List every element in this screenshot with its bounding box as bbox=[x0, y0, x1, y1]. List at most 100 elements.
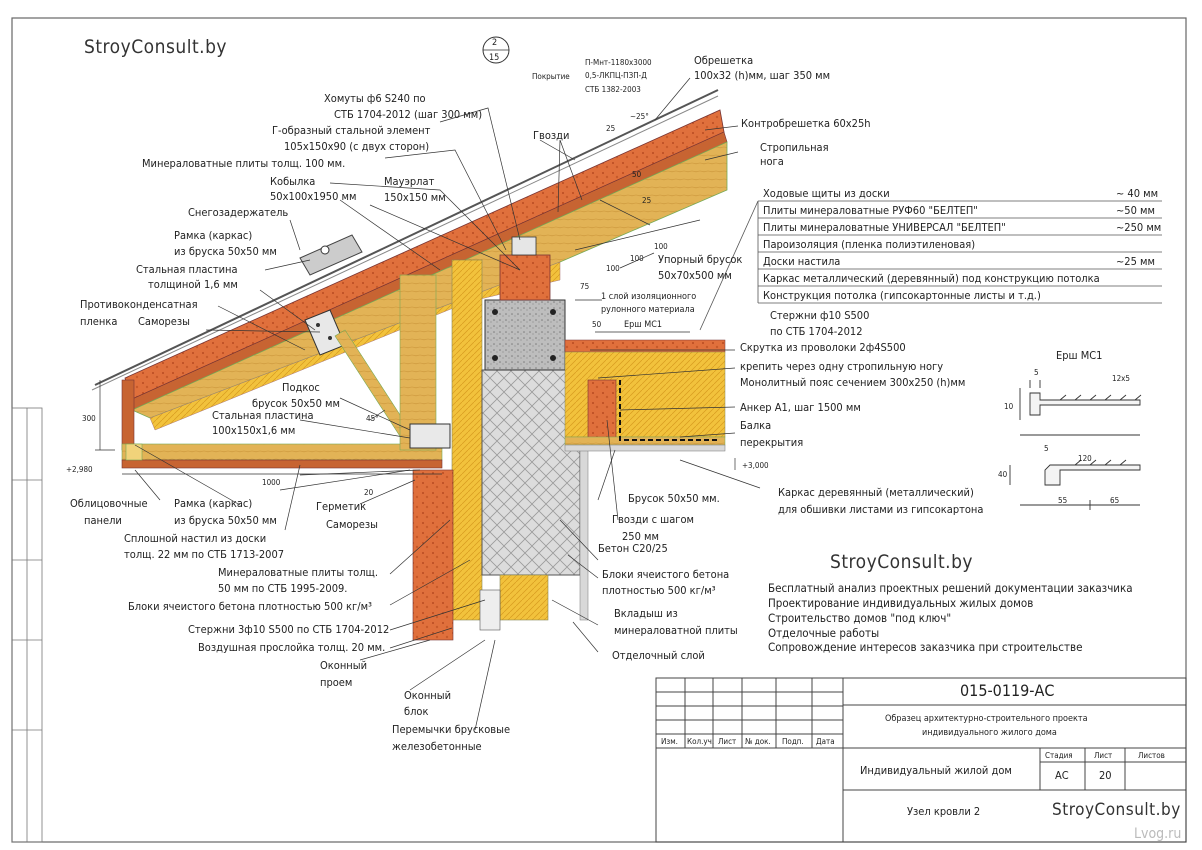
label-kontrobreshetka: Контробрешетка 60х25h bbox=[741, 117, 871, 130]
dim-45: 45° bbox=[366, 414, 379, 423]
brand-top: StroyConsult.by bbox=[84, 36, 228, 58]
label-frame2-2: из бруска 50х50 мм bbox=[174, 514, 277, 527]
brick-facing bbox=[412, 469, 454, 641]
ersh-dim-65: 65 bbox=[1110, 496, 1120, 505]
sheet-ref-top: 2 bbox=[492, 38, 498, 48]
label-anticond-2: пленка bbox=[80, 315, 118, 328]
label-podkos: Подкос bbox=[282, 381, 320, 394]
label-concrete: Бетон С20/25 bbox=[598, 542, 668, 555]
service-item: Бесплатный анализ проектных решений доку… bbox=[768, 581, 1133, 595]
label-kobylka-2: 50х100х1950 мм bbox=[270, 190, 357, 203]
layer-name: Доски настила bbox=[763, 255, 841, 268]
label-frame-2: из бруска 50х50 мм bbox=[174, 245, 277, 258]
layer-name: Плиты минераловатные РУФ60 "БЕЛТЕП" bbox=[763, 204, 978, 217]
label-frame3: Каркас деревянный (металлический) bbox=[778, 486, 974, 499]
label-frame3-2: для обшивки листами из гипсокартона bbox=[778, 503, 984, 516]
label-gelement-2: 105х150х90 (с двух сторон) bbox=[284, 140, 430, 153]
label-beam-2: перекрытия bbox=[740, 436, 804, 449]
brand-stamp: StroyConsult.by bbox=[1052, 800, 1181, 820]
label-mauerlat-2: 150х150 мм bbox=[384, 191, 446, 204]
stamp-stage: АС bbox=[1055, 769, 1069, 782]
roof-spec-line2: 0,5-ЛКПЦ-ПЗП-Д bbox=[585, 71, 647, 80]
dim-angle: ~25° bbox=[630, 112, 649, 121]
layer-name: Конструкция потолка (гипсокартонные лист… bbox=[763, 289, 1041, 302]
stamp-object: Индивидуальный жилой дом bbox=[860, 764, 1012, 777]
roof-spec-line3: СТБ 1382-2003 bbox=[585, 85, 641, 94]
label-rebar: Стержни ф10 S500 bbox=[770, 309, 870, 322]
label-window: Оконный bbox=[320, 659, 368, 672]
stamp-title: Узел кровли 2 bbox=[907, 805, 981, 818]
dim-75: 75 bbox=[580, 282, 590, 291]
stamp-desc: Образец архитектурно-строительного проек… bbox=[885, 714, 1088, 724]
label-bond-beam: Монолитный пояс сечением 300х250 (h)мм bbox=[740, 376, 966, 389]
label-ersh: Ерш МС1 bbox=[624, 320, 663, 330]
label-obreshetka: Обрешетка bbox=[694, 54, 754, 67]
stamp-stage-head: Стадия bbox=[1045, 751, 1073, 760]
label-plate2: Стальная пластина bbox=[212, 409, 314, 422]
ersh-detail bbox=[1009, 380, 1142, 510]
stamp-sheet-head: Лист bbox=[1094, 751, 1113, 760]
stamp-col: Изм. bbox=[661, 737, 678, 746]
label-beam: Балка bbox=[740, 419, 772, 432]
label-screws2: Саморезы bbox=[326, 518, 378, 531]
label-homuty: Хомуты ф6 S240 по bbox=[324, 92, 426, 105]
ersh-dim-55: 55 bbox=[1058, 496, 1068, 505]
stamp-col: № док. bbox=[745, 737, 771, 746]
label-facing-2: панели bbox=[84, 514, 122, 527]
service-item: Сопровождение интересов заказчика при ст… bbox=[768, 640, 1083, 654]
label-kobylka: Кобылка bbox=[270, 175, 316, 188]
label-aer2: Блоки ячеистого бетона bbox=[602, 568, 730, 581]
ersh-dim-5: 5 bbox=[1034, 368, 1039, 377]
stamp-col: Подп. bbox=[782, 737, 804, 746]
ersh-dim-10: 10 bbox=[1004, 402, 1014, 411]
label-isol-2: рулонного материала bbox=[601, 305, 695, 315]
label-finish: Отделочный слой bbox=[612, 649, 705, 662]
stamp-sheet: 20 bbox=[1099, 769, 1112, 782]
label-frame: Рамка (каркас) bbox=[174, 229, 253, 242]
label-lintels-2: железобетонные bbox=[392, 740, 482, 753]
layer-name: Пароизоляция (пленка полиэтиленовая) bbox=[763, 238, 976, 251]
label-anchor: Анкер А1, шаг 1500 мм bbox=[740, 401, 861, 414]
layer-value: ~25 мм bbox=[1116, 255, 1155, 268]
label-winblock: Оконный bbox=[404, 689, 452, 702]
label-bar50: Брусок 50х50 мм. bbox=[628, 492, 720, 505]
label-mw50-2: 50 мм по СТБ 1995-2009. bbox=[218, 582, 348, 595]
label-aerated-500: Блоки ячеистого бетона плотностью 500 кг… bbox=[128, 600, 372, 613]
layer-value: ~ 40 мм bbox=[1116, 187, 1159, 200]
label-snow-guard: Снегозадержатель bbox=[188, 206, 289, 219]
label-mineral-100: Минераловатные плиты толщ. 100 мм. bbox=[142, 157, 346, 170]
label-insert: Вкладыш из bbox=[614, 607, 678, 620]
stamp-sheets-head: Листов bbox=[1138, 751, 1165, 760]
label-homuty-2: СТБ 1704-2012 (шаг 300 мм) bbox=[334, 108, 483, 121]
service-item: Строительство домов "под ключ" bbox=[768, 611, 952, 625]
watermark: Lvog.ru bbox=[1134, 826, 1182, 842]
stamp-code: 015-0119-АС bbox=[960, 681, 1055, 700]
dim-20: 20 bbox=[364, 488, 374, 497]
dim-100b: 100 bbox=[630, 254, 644, 263]
dim-50: 50 bbox=[632, 170, 642, 179]
dim-100a: 100 bbox=[606, 264, 620, 273]
level-high: +3,000 bbox=[742, 461, 769, 470]
layer-value: ~50 мм bbox=[1116, 204, 1155, 217]
layer-name: Каркас металлический (деревянный) под ко… bbox=[763, 272, 1100, 285]
label-gelement: Г-образный стальной элемент bbox=[272, 124, 431, 137]
label-screws: Саморезы bbox=[138, 315, 190, 328]
label-upor: Упорный брусок bbox=[658, 253, 743, 266]
dim-25b: 25 bbox=[642, 196, 652, 205]
label-mw50: Минераловатные плиты толщ. bbox=[218, 566, 378, 579]
label-ersh-title: Ерш МС1 bbox=[1056, 349, 1103, 362]
label-plate2-2: 100х150х1,6 мм bbox=[212, 424, 296, 437]
title-block bbox=[655, 677, 1187, 843]
layer-name: Плиты минераловатные УНИВЕРСАЛ "БЕЛТЕП" bbox=[763, 221, 1006, 234]
level-low: +2,980 bbox=[66, 465, 93, 474]
stamp-col: Дата bbox=[816, 737, 835, 746]
roof-spec-line1: П-Мнт-1180х3000 bbox=[585, 58, 652, 67]
label-podkos-2: брусок 50х50 мм bbox=[252, 397, 340, 410]
label-aer2-2: плотностью 500 кг/м³ bbox=[602, 584, 716, 597]
label-anticond: Противоконденсатная bbox=[80, 298, 198, 311]
label-mauerlat: Мауэрлат bbox=[384, 175, 435, 188]
label-steel-plate: Стальная пластина bbox=[136, 263, 238, 276]
dim-50b: 50 bbox=[592, 320, 602, 329]
